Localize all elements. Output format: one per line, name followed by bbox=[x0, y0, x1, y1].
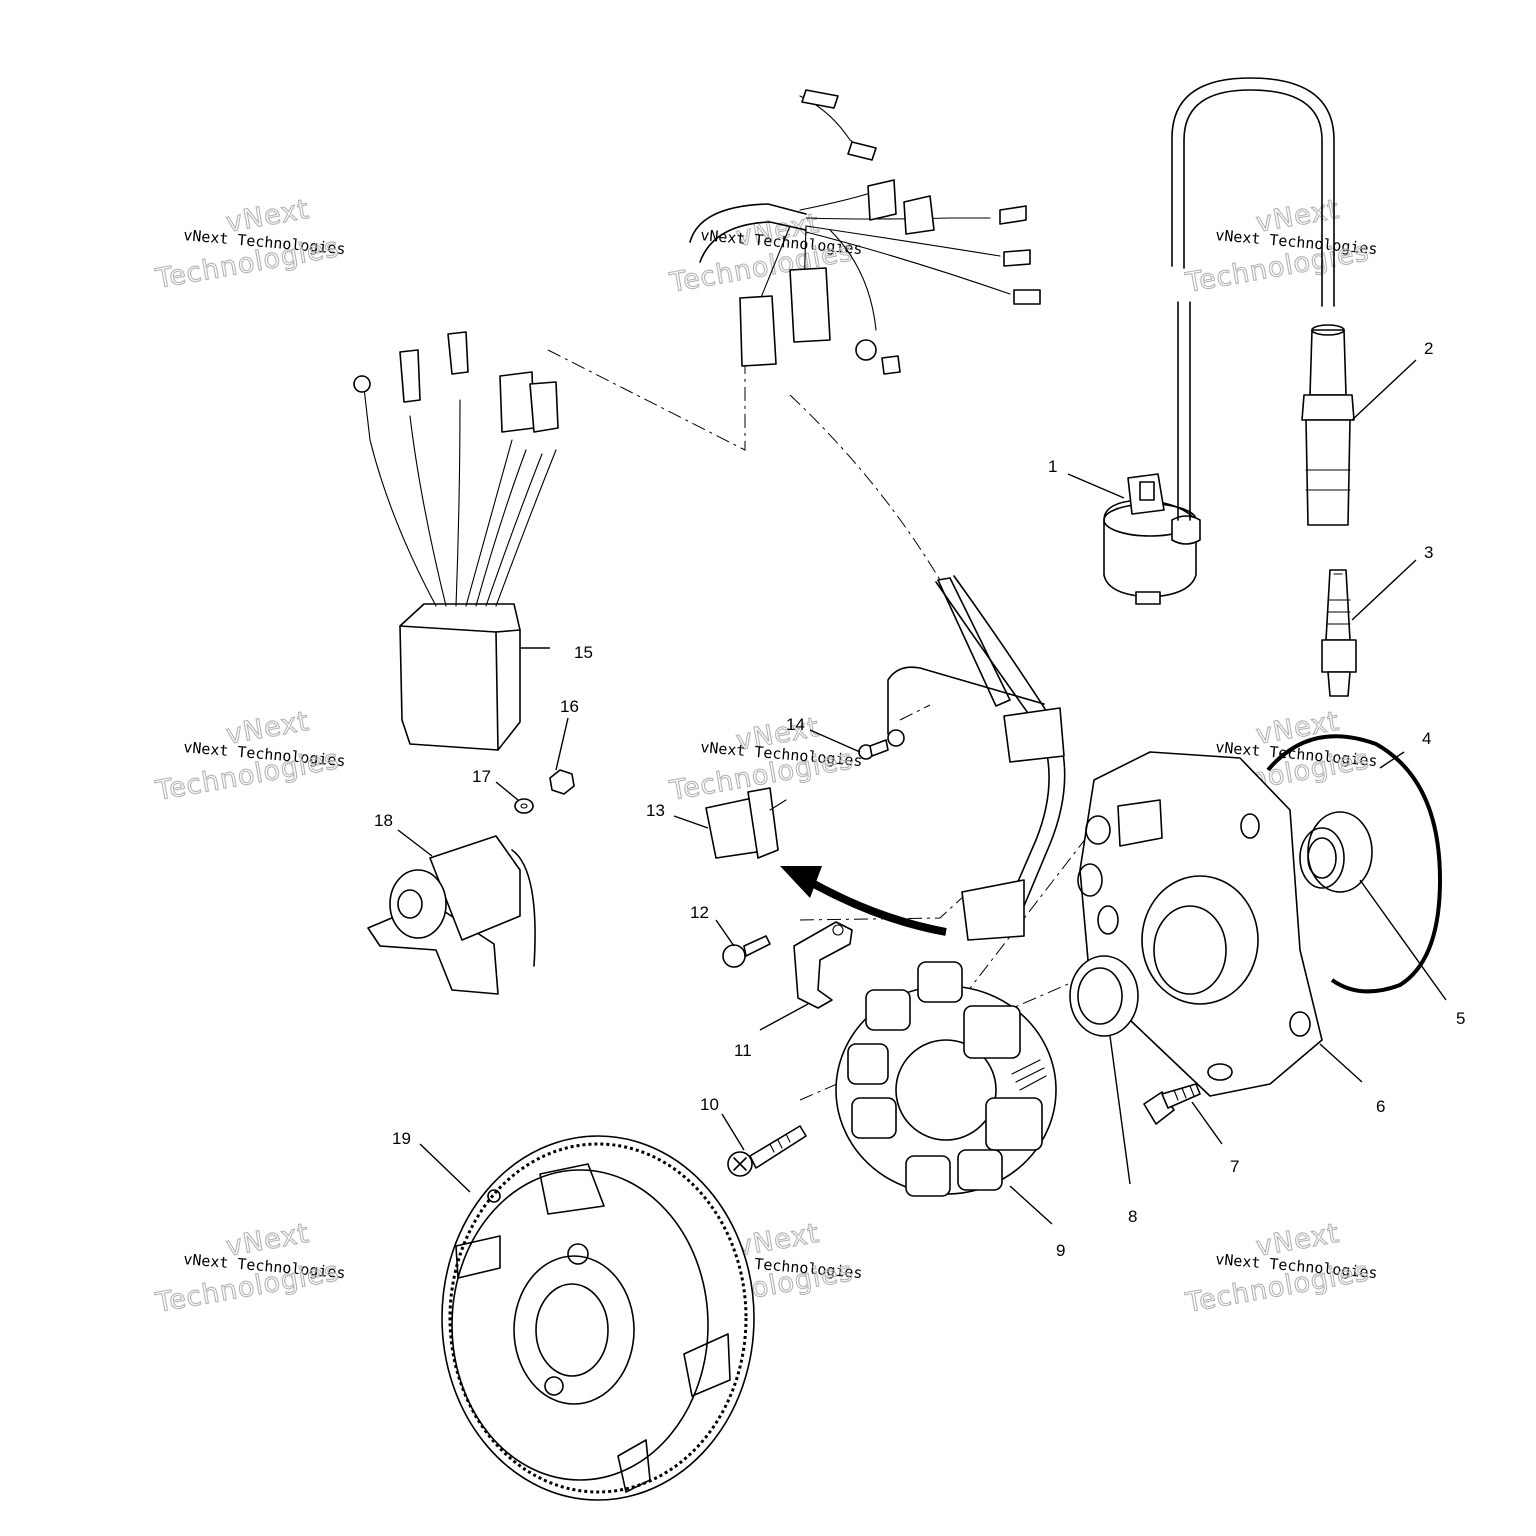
cdi-wires bbox=[363, 387, 557, 607]
callout-7: 7 bbox=[1230, 1157, 1239, 1176]
callout-labels: 1 2 3 4 5 6 7 8 9 10 11 12 13 14 15 16 1… bbox=[374, 339, 1465, 1260]
ignition-coil bbox=[1103, 301, 1201, 605]
stator-plate bbox=[1077, 751, 1323, 1097]
watermark-bottom-right: vNext vNext Technologies Technologies bbox=[1182, 1217, 1378, 1319]
spark-plug bbox=[1321, 569, 1357, 697]
callout-10: 10 bbox=[700, 1095, 719, 1114]
callout-2: 2 bbox=[1424, 339, 1433, 358]
watermark-middle-left: vNext vNext Technologies Technologies bbox=[152, 705, 346, 807]
callout-9: 9 bbox=[1056, 1241, 1065, 1260]
clamp-screw bbox=[722, 935, 771, 968]
starter-solenoid bbox=[367, 835, 536, 995]
o-ring bbox=[1266, 734, 1443, 994]
callout-8: 8 bbox=[1128, 1207, 1137, 1226]
bearing-seal bbox=[1069, 955, 1139, 1037]
callout-1: 1 bbox=[1048, 457, 1057, 476]
callout-16: 16 bbox=[560, 697, 579, 716]
flywheel bbox=[441, 1135, 755, 1501]
stator-coils bbox=[847, 961, 1043, 1197]
stator-screw bbox=[727, 1125, 807, 1177]
ground-wire bbox=[858, 666, 1045, 760]
callout-6: 6 bbox=[1376, 1097, 1385, 1116]
wire-clamp bbox=[793, 921, 853, 1009]
wire-harness bbox=[689, 89, 1041, 707]
stator-harness bbox=[935, 575, 1066, 941]
terminal-washer bbox=[514, 798, 534, 814]
oil-seal bbox=[1299, 811, 1373, 893]
callout-12: 12 bbox=[690, 903, 709, 922]
watermark-bottom-left: vNext vNext Technologies Technologies bbox=[152, 1217, 346, 1319]
callout-3: 3 bbox=[1424, 543, 1433, 562]
cdi-module bbox=[353, 331, 559, 751]
callout-11: 11 bbox=[734, 1041, 752, 1060]
terminal-nut bbox=[549, 769, 575, 795]
stator-assembly bbox=[835, 961, 1057, 1197]
callout-14: 14 bbox=[786, 715, 805, 734]
callout-17: 17 bbox=[472, 767, 491, 786]
callout-4: 4 bbox=[1422, 729, 1431, 748]
stator-plate-bolt bbox=[1143, 1083, 1201, 1125]
watermark-top-left: vNext vNext Technologies Technologies bbox=[152, 193, 346, 295]
watermark-top-right: vNext vNext Technologies Technologies bbox=[1182, 193, 1378, 299]
callout-15: 15 bbox=[574, 643, 593, 662]
callout-13: 13 bbox=[646, 801, 665, 820]
callout-19: 19 bbox=[392, 1129, 411, 1148]
callout-18: 18 bbox=[374, 811, 393, 830]
direction-arrow bbox=[780, 866, 947, 936]
spark-plug-cap bbox=[1171, 77, 1355, 526]
pulser-coil bbox=[705, 787, 787, 859]
callout-5: 5 bbox=[1456, 1009, 1465, 1028]
leader-lines bbox=[397, 359, 1447, 1225]
